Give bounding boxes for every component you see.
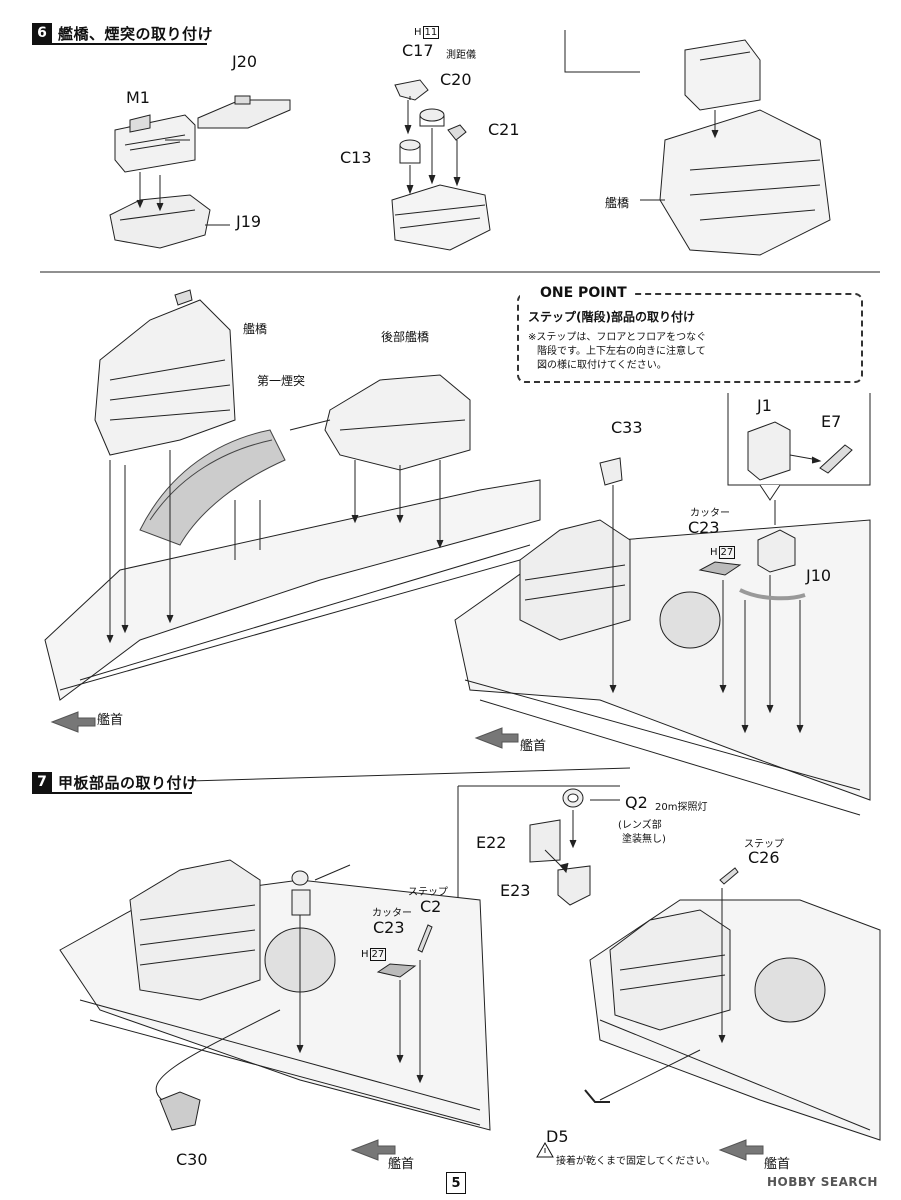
label-bridge-top: 艦橋 — [605, 196, 630, 210]
part-c20-shape — [419, 108, 445, 127]
part-e23-shape — [557, 865, 591, 906]
label-j1: J1 — [757, 396, 772, 415]
bridge-right — [519, 519, 721, 649]
step-title: 艦橋、煙突の取り付け — [58, 24, 214, 43]
note-lens-1: (レンズ部 — [618, 820, 662, 831]
page-number: 5 — [446, 1172, 466, 1194]
note-lens-2: 塗装無し) — [622, 834, 666, 845]
label-e7: E7 — [821, 412, 842, 431]
part-c30-shape — [159, 1091, 201, 1131]
part-c23-step7-shape — [376, 963, 417, 978]
header-underline — [32, 43, 207, 45]
label-c33: C33 — [611, 418, 643, 437]
part-c26-shape — [719, 867, 739, 885]
label-e22: E22 — [476, 833, 507, 852]
label-e23: E23 — [500, 881, 531, 900]
step-title: 甲板部品の取り付け — [58, 773, 198, 792]
part-c17-shape — [394, 79, 429, 101]
bridge-step7-right — [609, 909, 826, 1031]
step-number: 6 — [32, 23, 52, 43]
label-bow-step7-left: 艦首 — [388, 1157, 415, 1172]
bridge-large-top-right — [659, 39, 831, 256]
part-c2-shape — [417, 924, 433, 953]
bridge-left — [94, 289, 236, 456]
part-c23-shape — [698, 561, 742, 576]
label-q2: Q2 — [625, 793, 648, 812]
part-c21-shape — [447, 124, 467, 141]
label-bow-step7-right: 艦首 — [764, 1157, 791, 1172]
note-cutter: カッター — [690, 508, 730, 519]
part-j20-shape — [197, 95, 291, 129]
note-step-c26: ステップ — [744, 839, 784, 850]
bridge-top-assembly — [391, 184, 491, 251]
rear-bridge — [289, 374, 471, 549]
one-point-body-2: 階段です。上下左右の向きに注意して — [537, 346, 706, 357]
label-rear-bridge: 後部艦橋 — [381, 330, 430, 344]
turret-j1-placed — [757, 529, 796, 573]
label-c13: C13 — [340, 148, 372, 167]
label-c26: C26 — [748, 848, 780, 867]
label-c23: C23 — [688, 518, 720, 537]
note-cutter-step7: カッター — [372, 908, 412, 919]
label-funnel: 第一煙突 — [257, 374, 306, 388]
one-point-box — [517, 293, 863, 383]
label-c20: C20 — [440, 70, 472, 89]
label-c17: C17 — [402, 41, 434, 60]
label-bow-right: 艦首 — [520, 739, 547, 754]
label-m1: M1 — [126, 88, 150, 107]
label-c30: C30 — [176, 1150, 208, 1169]
step-6-header: 6 艦橋、煙突の取り付け — [32, 22, 213, 44]
header-underline — [32, 792, 192, 794]
label-d5: D5 — [546, 1127, 569, 1146]
ship-right-hull — [454, 519, 871, 816]
one-point-title: ONE POINT — [520, 285, 633, 301]
ship-left-hull — [44, 479, 541, 701]
step-7-header: 7 甲板部品の取り付け — [32, 771, 198, 793]
step-number: 7 — [32, 772, 52, 792]
part-e22-shape — [529, 819, 561, 863]
label-c2: C2 — [420, 897, 442, 916]
label-bridge: 艦橋 — [243, 322, 268, 336]
part-j10-shape — [739, 588, 806, 601]
part-q2-left-shape — [291, 870, 311, 916]
part-c13-shape — [399, 139, 421, 164]
part-q2-shape — [562, 788, 584, 808]
note-rangefinder: 測距儀 — [446, 50, 476, 61]
label-c23-step7: C23 — [373, 918, 405, 937]
ship-step7-left-hull — [59, 879, 491, 1131]
one-point-body-3: 図の様に取付けてください。 — [537, 360, 667, 371]
warning-icon — [536, 1141, 554, 1158]
part-d5-shape — [584, 1089, 610, 1103]
funnel — [139, 429, 286, 546]
part-c33-shape — [599, 457, 623, 486]
label-bow-left: 艦首 — [97, 713, 124, 728]
label-j10: J10 — [806, 566, 832, 585]
part-m1-shape — [114, 114, 196, 173]
one-point-body-1: ※ステップは、フロアとフロアをつなぐ — [528, 332, 707, 343]
note-searchlight: 20m探照灯 — [655, 802, 708, 813]
part-j19-shape — [109, 194, 211, 249]
watermark: HOBBY SEARCH — [767, 1175, 878, 1189]
label-c21: C21 — [488, 120, 520, 139]
label-j20: J20 — [232, 52, 258, 71]
glue-warning: 接着が乾くまで固定してください。 — [556, 1156, 716, 1167]
label-j19: J19 — [236, 212, 262, 231]
one-point-heading: ステップ(階段)部品の取り付け — [528, 310, 695, 324]
j1-e7-inset — [727, 393, 871, 501]
note-step-c2: ステップ — [408, 887, 448, 898]
